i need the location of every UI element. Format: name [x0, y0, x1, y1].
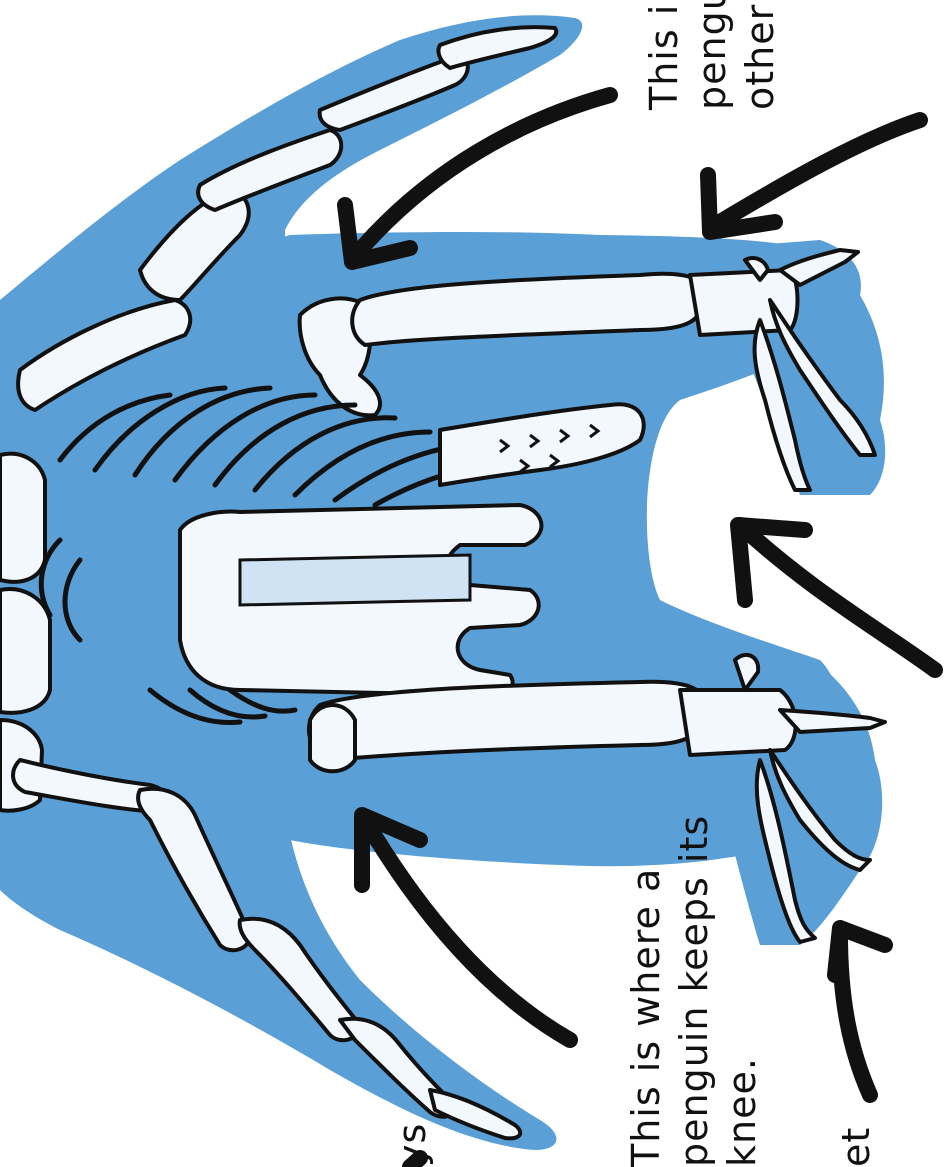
annotation-fragment-feet: et [832, 1127, 880, 1167]
pelvis-inner [240, 555, 470, 605]
annotation-line: other [736, 0, 784, 110]
annotation-top-right: This i pengui other [640, 0, 784, 110]
arrow-icon [708, 120, 920, 232]
annotation-knee: This is where a penguin keeps its knee. [622, 815, 766, 1167]
annotation-line: penguin keeps its [670, 815, 718, 1167]
annotation-line: et [832, 1127, 880, 1167]
annotation-fragment-left: ys [388, 1123, 436, 1167]
arrow-icon [835, 928, 885, 1095]
annotation-line: knee. [718, 815, 766, 1167]
annotation-line: pengui [688, 0, 736, 110]
annotation-line: ys [388, 1123, 436, 1167]
spine [0, 454, 50, 811]
annotation-line: This i [640, 0, 688, 110]
annotation-line: This is where a [622, 815, 670, 1167]
